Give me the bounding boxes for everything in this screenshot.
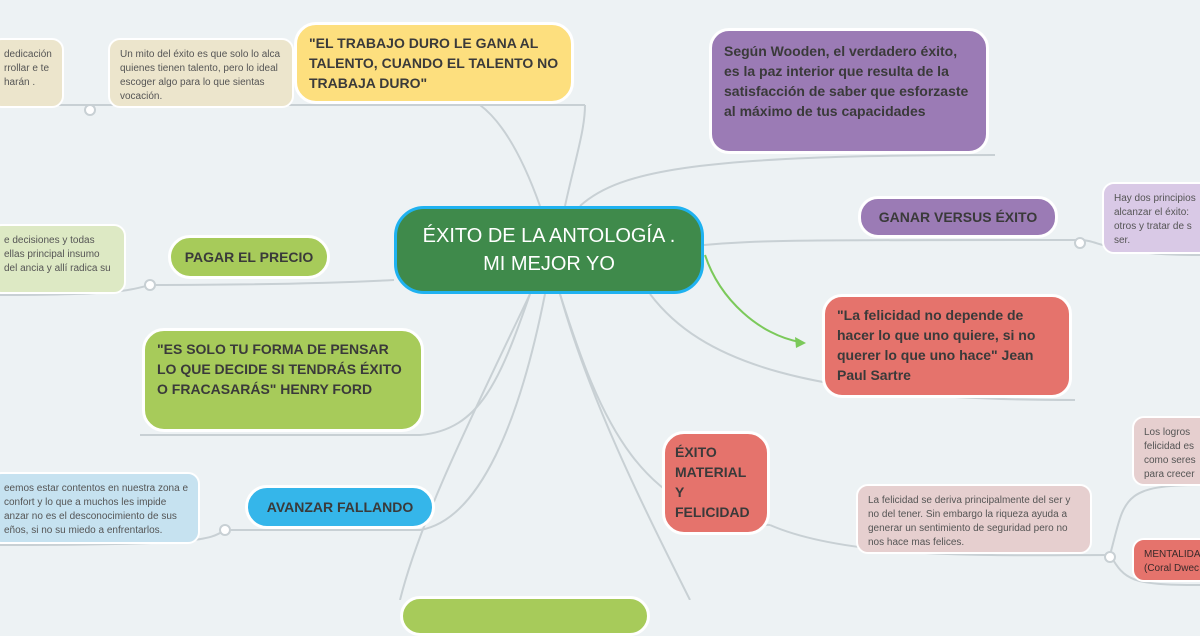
central-topic[interactable]: ÉXITO DE LA ANTOLOGÍA . MI MEJOR YO <box>394 206 704 294</box>
note-principios-text: Hay dos principios alcanzar el éxito: ot… <box>1114 193 1196 246</box>
note-mito-text: Un mito del éxito es que solo lo alca qu… <box>120 49 281 102</box>
note-mentalidad-text: MENTALIDA (Coral Dwec <box>1144 549 1200 574</box>
topic-exito-material[interactable]: ÉXITO MATERIAL Y FELICIDAD <box>662 431 770 535</box>
topic-sartre[interactable]: "La felicidad no depende de hacer lo que… <box>822 294 1072 398</box>
note-dedicacion[interactable]: dedicación rrollar e te harán . <box>0 38 64 108</box>
note-felicidad-ser-text: La felicidad se deriva principalmente de… <box>868 495 1071 548</box>
note-zona-text: eemos estar contentos en nuestra zona e … <box>4 483 189 536</box>
note-logros-text: Los logros felicidad es como seres para … <box>1144 427 1196 480</box>
topic-trabajo-duro-label: "EL TRABAJO DURO LE GANA AL TALENTO, CUA… <box>309 35 559 91</box>
topic-pagar-label: PAGAR EL PRECIO <box>184 249 314 265</box>
note-dedicacion-text: dedicación rrollar e te harán . <box>4 49 52 88</box>
topic-material-label: ÉXITO MATERIAL Y FELICIDAD <box>675 444 750 520</box>
note-mentalidad[interactable]: MENTALIDA (Coral Dwec <box>1132 538 1200 582</box>
topic-henry-ford-label: "ES SOLO TU FORMA DE PENSAR LO QUE DECID… <box>157 341 402 397</box>
topic-ganar-versus-exito[interactable]: GANAR VERSUS ÉXITO <box>858 196 1058 238</box>
topic-henry-ford[interactable]: "ES SOLO TU FORMA DE PENSAR LO QUE DECID… <box>142 328 424 432</box>
topic-wooden[interactable]: Según Wooden, el verdadero éxito, es la … <box>709 28 989 154</box>
topic-avanzar-label: AVANZAR FALLANDO <box>266 499 414 515</box>
central-topic-label: ÉXITO DE LA ANTOLOGÍA . MI MEJOR YO <box>422 225 676 275</box>
topic-avanzar-fallando[interactable]: AVANZAR FALLANDO <box>245 485 435 529</box>
topic-sartre-label: "La felicidad no depende de hacer lo que… <box>837 307 1036 383</box>
note-zona-confort[interactable]: eemos estar contentos en nuestra zona e … <box>0 472 200 544</box>
topic-bottom-partial[interactable] <box>400 596 650 636</box>
topic-trabajo-duro[interactable]: "EL TRABAJO DURO LE GANA AL TALENTO, CUA… <box>294 22 574 104</box>
note-decisiones[interactable]: e decisiones y todas ellas principal ins… <box>0 224 126 294</box>
note-logros[interactable]: Los logros felicidad es como seres para … <box>1132 416 1200 486</box>
note-mito[interactable]: Un mito del éxito es que solo lo alca qu… <box>108 38 294 108</box>
topic-wooden-label: Según Wooden, el verdadero éxito, es la … <box>724 43 969 119</box>
topic-pagar-el-precio[interactable]: PAGAR EL PRECIO <box>168 235 330 279</box>
note-felicidad-ser[interactable]: La felicidad se deriva principalmente de… <box>856 484 1092 554</box>
note-principios[interactable]: Hay dos principios alcanzar el éxito: ot… <box>1102 182 1200 254</box>
note-decisiones-text: e decisiones y todas ellas principal ins… <box>4 235 111 274</box>
topic-ganar-label: GANAR VERSUS ÉXITO <box>878 209 1038 225</box>
